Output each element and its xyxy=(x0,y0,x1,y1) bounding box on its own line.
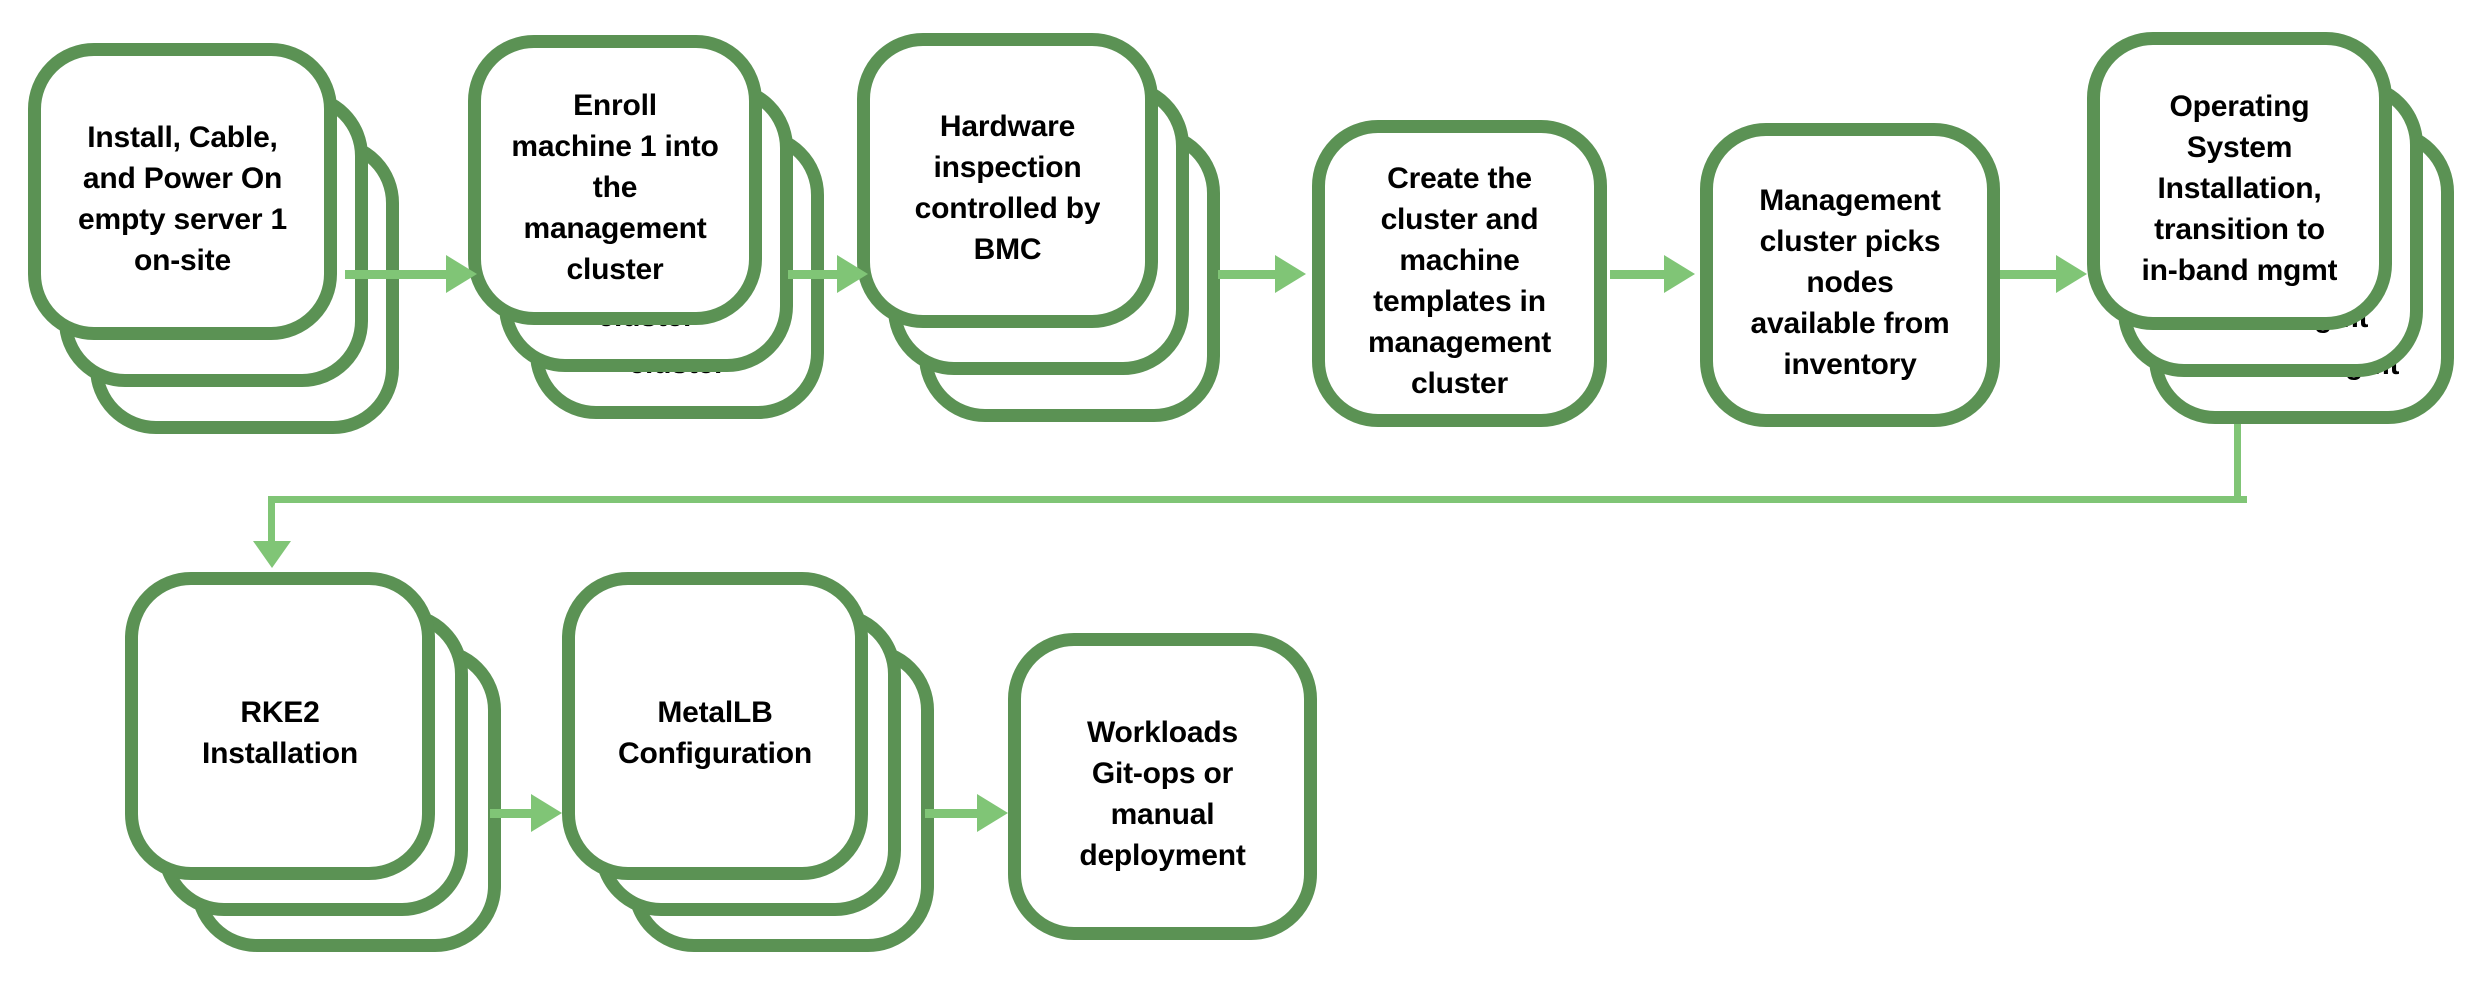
flow-arrow-2 xyxy=(788,255,868,293)
single-box: Management cluster picks nodes available… xyxy=(1700,123,2000,427)
node-label: Hardware inspection controlled by BMC xyxy=(914,109,1101,266)
arrow-shaft xyxy=(345,269,446,279)
node-label: Management cluster picks nodes available… xyxy=(1750,183,1950,381)
arrowhead-right-icon xyxy=(2056,255,2087,293)
node-label: MetalLB Configuration xyxy=(617,696,813,770)
stack-layer-front: MetalLB Configuration xyxy=(562,572,868,880)
flow-arrow-1 xyxy=(345,255,477,293)
arrow-shaft xyxy=(925,808,977,818)
single-box: Workloads Git-ops or manual deployment xyxy=(1008,633,1317,940)
node-label: RKE2 Installation xyxy=(202,696,358,770)
node-rke2-installation: RKE2 Installation RKE2 Installation RKE2… xyxy=(125,572,501,952)
node-label: Install, Cable, and Power On empty serve… xyxy=(77,120,287,277)
flow-arrow-4 xyxy=(1610,255,1695,293)
flow-arrow-6 xyxy=(490,794,562,832)
stack-layer-front: Operating System Installation, transitio… xyxy=(2087,32,2392,330)
stack-layer-front: Hardware inspection controlled by BMC xyxy=(857,33,1158,328)
arrow-shaft xyxy=(2000,269,2056,279)
arrowhead-right-icon xyxy=(977,794,1008,832)
arrowhead-right-icon xyxy=(1664,255,1695,293)
connector-vertical-to-rke2-box xyxy=(268,496,275,542)
node-label: Create the cluster and machine templates… xyxy=(1367,161,1552,400)
connector-horizontal xyxy=(268,496,2247,503)
node-metallb-configuration: MetalLB Configuration MetalLB Configurat… xyxy=(562,572,934,952)
stack-layer-front: RKE2 Installation xyxy=(125,572,435,880)
node-hardware-inspection: Hardware inspection controlled by BMC Ha… xyxy=(857,33,1220,422)
node-install-cable-power-on: Install, Cable, and Power On empty serve… xyxy=(28,43,399,434)
node-workloads-deployment: Workloads Git-ops or manual deployment xyxy=(1008,633,1317,940)
node-label: Operating System Installation, transitio… xyxy=(2141,89,2338,287)
node-management-picks-nodes: Management cluster picks nodes available… xyxy=(1700,123,2000,427)
arrow-shaft xyxy=(1610,269,1664,279)
node-create-cluster-templates: Create the cluster and machine templates… xyxy=(1312,120,1607,427)
connector-vertical-from-os-box xyxy=(2234,424,2241,503)
stack-layer-front: Install, Cable, and Power On empty serve… xyxy=(28,43,337,340)
node-label: Enroll machine 1 into the management clu… xyxy=(511,88,719,286)
node-label: Workloads Git-ops or manual deployment xyxy=(1079,715,1246,872)
arrowhead-right-icon xyxy=(837,255,868,293)
node-os-installation: Operating System Installation, transitio… xyxy=(2087,32,2454,424)
arrowhead-right-icon xyxy=(1275,255,1306,293)
flow-arrow-7 xyxy=(925,794,1008,832)
flow-arrow-3 xyxy=(1218,255,1306,293)
arrowhead-right-icon xyxy=(531,794,562,832)
single-box: Create the cluster and machine templates… xyxy=(1312,120,1607,427)
arrow-shaft xyxy=(1218,269,1275,279)
stack-layer-front: Enroll machine 1 into the management clu… xyxy=(468,35,762,325)
arrow-shaft xyxy=(490,808,531,818)
arrowhead-right-icon xyxy=(446,255,477,293)
node-enroll-machine: Enroll machine 1 into the management clu… xyxy=(468,35,824,419)
arrowhead-down-icon xyxy=(253,541,291,568)
arrow-shaft xyxy=(788,269,837,279)
flow-arrow-5 xyxy=(2000,255,2087,293)
